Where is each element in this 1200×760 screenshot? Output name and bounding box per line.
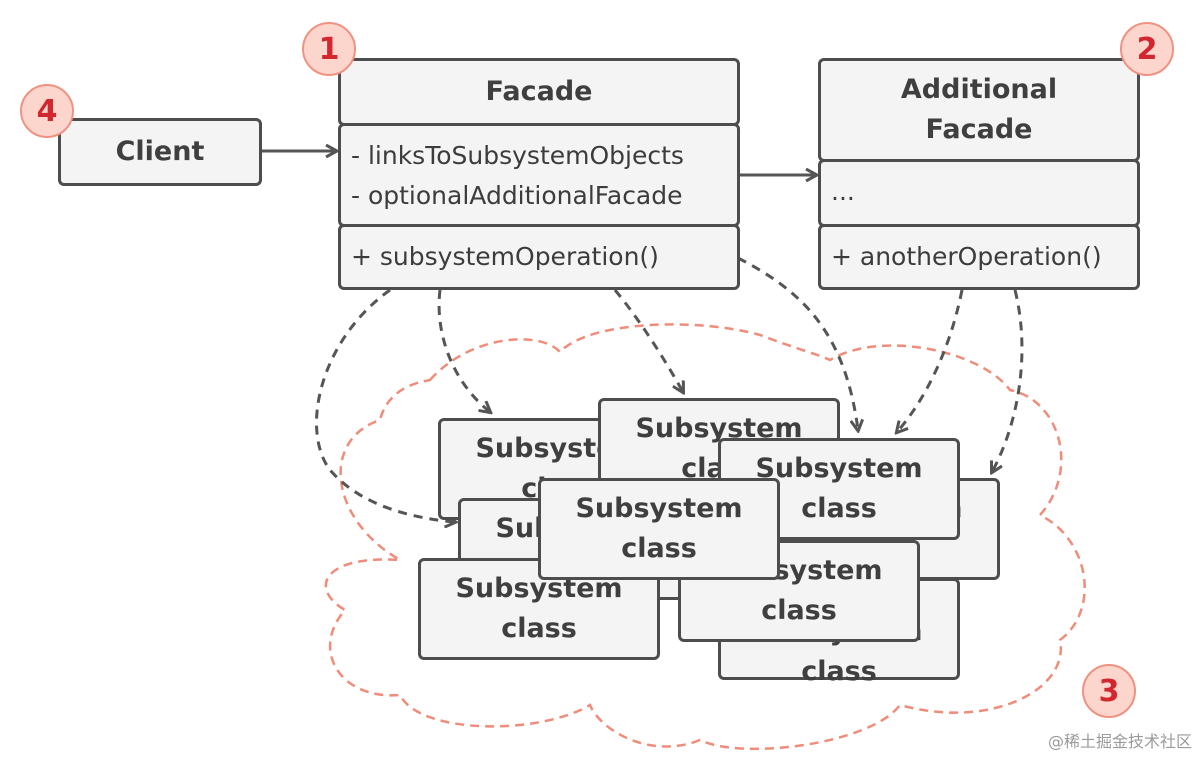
client-box: Client <box>58 118 262 186</box>
badge-facade: 1 <box>302 22 356 76</box>
additional-facade-method: + anotherOperation() <box>831 242 1102 271</box>
facade-fields: - linksToSubsystemObjects - optionalAddi… <box>338 123 740 227</box>
badge-additional-facade: 2 <box>1120 22 1174 76</box>
additional-facade-header: Additional Facade <box>818 58 1140 162</box>
facade-dependency-1 <box>315 288 456 522</box>
client-title: Client <box>115 136 205 167</box>
additional-dependency-1 <box>897 289 964 432</box>
subsystem-cloud <box>324 323 1086 751</box>
additional-facade-field: ... <box>831 177 855 206</box>
additional-facade-title-line: Facade <box>925 114 1033 145</box>
facade-dependency-4 <box>737 256 858 430</box>
facade-field: - optionalAdditionalFacade <box>351 181 683 210</box>
additional-dependency-2 <box>992 289 1024 472</box>
badge-client: 4 <box>20 84 74 138</box>
facade-method: + subsystemOperation() <box>351 242 659 271</box>
additional-facade-fields: ... <box>818 159 1140 227</box>
facade-title: Facade <box>485 76 593 107</box>
facade-header: Facade <box>338 58 740 126</box>
watermark: @稀土掘金技术社区 <box>1047 732 1192 751</box>
facade-dependency-3 <box>613 289 683 392</box>
facade-methods: + subsystemOperation() <box>338 224 740 290</box>
additional-facade-title-line: Additional <box>900 74 1058 105</box>
additional-facade-methods: + anotherOperation() <box>818 224 1140 290</box>
badge-subsystem: 3 <box>1082 664 1136 718</box>
facade-dependency-2 <box>437 289 490 412</box>
facade-field: - linksToSubsystemObjects <box>351 141 684 170</box>
